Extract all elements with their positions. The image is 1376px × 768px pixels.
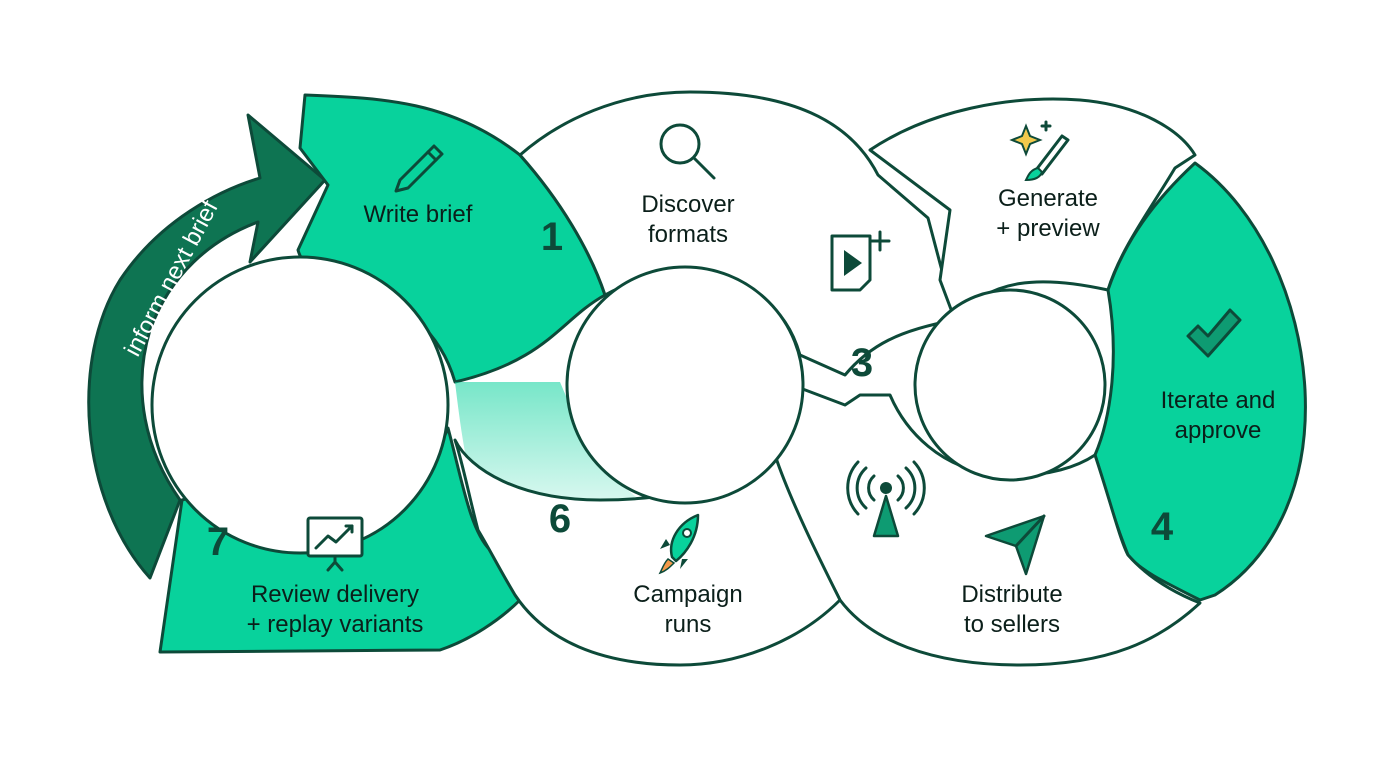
search-icon [659,123,716,180]
step-3-label-line1: Generate [998,185,1098,212]
step-4-label-line1: Iterate and [1161,387,1276,414]
step-4-number: 4 [1151,505,1174,549]
magic-brush-icon [1009,120,1070,182]
step-4-label-line2: approve [1175,417,1262,444]
step-1-number: 1 [541,215,563,259]
step-6-label-line1: Campaign [633,581,742,608]
step-2-label-line1: Discover [641,191,734,218]
step-3-label-line2: + preview [996,215,1100,242]
send-icon [984,514,1046,576]
broadcast-tower-icon [846,460,926,538]
step-5-label-line1: Distribute [961,581,1062,608]
step-6-number: 6 [549,497,571,541]
chart-board-icon [306,516,364,572]
rocket-icon [658,513,700,575]
hole-middle [565,265,805,505]
step-5-label-line2: to sellers [964,611,1060,638]
step-7-label-line1: Review delivery [251,581,419,608]
step-2-label-line2: formats [648,221,728,248]
step-6-label-line2: runs [665,611,712,638]
step-7-number: 7 [207,520,229,564]
step-7-label-line2: + replay variants [247,611,424,638]
pencil-icon [394,144,444,193]
checkmark-icon [1186,308,1242,358]
step-1-label: Write brief [364,201,473,228]
step-2-segment [518,90,957,377]
step-3-segment [868,97,1197,322]
loop-arrow-body [87,113,327,580]
hole-left [150,255,450,555]
hole-right [913,288,1107,482]
step-3-number: 3 [851,341,873,385]
play-video-icon [830,230,891,292]
